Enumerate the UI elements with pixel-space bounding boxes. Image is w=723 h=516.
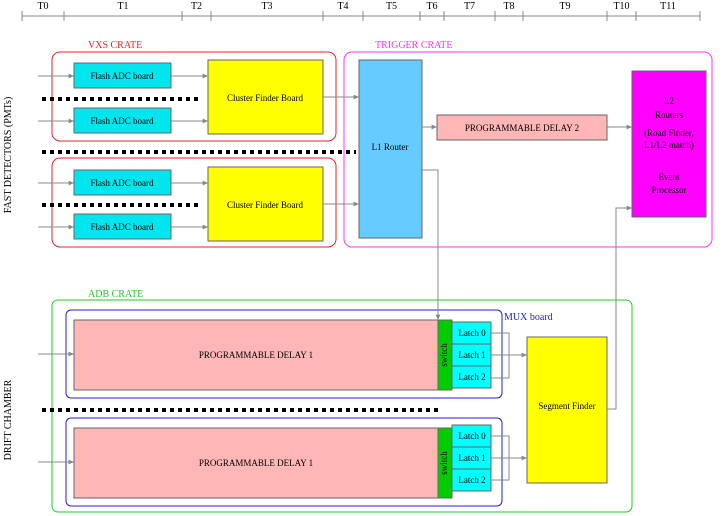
trigger-crate xyxy=(343,51,713,248)
flash-adc-board-2: Flash ADC board xyxy=(73,107,172,134)
vxs-crate-label: VXS CRATE xyxy=(88,40,142,51)
latch-0-top: Latch 0 xyxy=(451,321,492,345)
svg-text:Event: Event xyxy=(659,172,680,182)
programmable-delay-1-bottom: PROGRAMMABLE DELAY 1 xyxy=(73,427,439,499)
timeline-label-t8: T8 xyxy=(503,1,514,12)
timeline-label-t1: T1 xyxy=(117,1,128,12)
svg-text:Cluster Finder Board: Cluster Finder Board xyxy=(227,200,303,210)
svg-text:PROGRAMMABLE DELAY 2: PROGRAMMABLE DELAY 2 xyxy=(465,123,579,133)
timeline-label-t11: T11 xyxy=(660,1,676,12)
timeline-label-t4: T4 xyxy=(337,1,348,12)
timeline-label-t0: T0 xyxy=(37,1,48,12)
cluster-finder-board-1: Cluster Finder Board xyxy=(207,59,324,135)
connection-arrows xyxy=(171,73,632,481)
svg-text:Cluster Finder Board: Cluster Finder Board xyxy=(227,93,303,103)
svg-text:Flash ADC board: Flash ADC board xyxy=(91,116,155,126)
latch-2-top: Latch 2 xyxy=(451,365,492,389)
svg-text:PROGRAMMABLE DELAY 1: PROGRAMMABLE DELAY 1 xyxy=(199,458,313,468)
svg-text:Processor: Processor xyxy=(652,185,687,195)
adb-crate xyxy=(51,299,633,513)
svg-text:Flash ADC board: Flash ADC board xyxy=(91,71,155,81)
latch-0-bottom: Latch 0 xyxy=(451,424,492,448)
timeline-label-t2: T2 xyxy=(191,1,202,12)
svg-text:Latch 1: Latch 1 xyxy=(458,453,485,463)
svg-text:switch: switch xyxy=(439,343,449,367)
svg-text:Routers: Routers xyxy=(655,110,683,120)
timeline-label-t7: T7 xyxy=(464,1,475,12)
svg-text:Segment Finder: Segment Finder xyxy=(538,401,595,411)
latch-1-bottom: Latch 1 xyxy=(451,446,492,470)
fast-detectors-label: FAST DETECTORS (PMTs) xyxy=(3,97,14,214)
flash-adc-board-4: Flash ADC board xyxy=(73,213,172,240)
l1-router: L1 Router xyxy=(358,59,423,239)
segment-finder: Segment Finder xyxy=(526,336,608,484)
programmable-delay-2: PROGRAMMABLE DELAY 2 xyxy=(436,114,608,141)
cluster-finder-board-2: Cluster Finder Board xyxy=(207,166,324,242)
svg-text:L1 Router: L1 Router xyxy=(372,142,409,152)
latch-2-bottom: Latch 2 xyxy=(451,468,492,492)
adb-crate-label: ADB CRATE xyxy=(88,289,143,300)
dotted-separators xyxy=(42,97,440,412)
timeline-label-t10: T10 xyxy=(613,1,629,12)
vxs-crate-bottom xyxy=(51,157,337,248)
timeline-label-t5: T5 xyxy=(386,1,397,12)
trigger-crate-label: TRIGGER CRATE xyxy=(375,40,453,51)
svg-text:L2: L2 xyxy=(664,96,674,106)
svg-text:PROGRAMMABLE DELAY 1: PROGRAMMABLE DELAY 1 xyxy=(199,350,313,360)
svg-text:switch: switch xyxy=(439,451,449,475)
svg-text:Flash ADC board: Flash ADC board xyxy=(91,222,155,232)
timeline-label-t6: T6 xyxy=(426,1,437,12)
input-arrows xyxy=(38,73,74,465)
svg-text:Latch 2: Latch 2 xyxy=(458,372,485,382)
mux-board-label: MUX board xyxy=(504,312,553,323)
timeline-label-t9: T9 xyxy=(559,1,570,12)
svg-text:Flash ADC board: Flash ADC board xyxy=(91,178,155,188)
svg-text:Latch 1: Latch 1 xyxy=(458,350,485,360)
svg-text:(Road Finder,: (Road Finder, xyxy=(644,128,694,138)
latch-1-top: Latch 1 xyxy=(451,343,492,367)
flash-adc-board-1: Flash ADC board xyxy=(73,62,172,89)
timeline-label-t3: T3 xyxy=(261,1,272,12)
l2-routers: L2 Routers (Road Finder, L1/L2 match) Ev… xyxy=(631,70,707,218)
svg-text:Latch 0: Latch 0 xyxy=(458,431,486,441)
flash-adc-board-3: Flash ADC board xyxy=(73,169,172,196)
svg-text:Latch 0: Latch 0 xyxy=(458,328,486,338)
svg-text:Latch 2: Latch 2 xyxy=(458,475,485,485)
drift-chamber-label: DRIFT CHAMBER xyxy=(3,379,14,460)
programmable-delay-1-top: PROGRAMMABLE DELAY 1 xyxy=(73,319,439,391)
svg-text:L1/L2 match): L1/L2 match) xyxy=(644,140,694,150)
timeline: T0 T1 T2 T3 T4 T5 T6 T7 T8 T9 T10 T11 xyxy=(21,1,701,21)
switch-bottom: switch xyxy=(437,427,453,499)
switch-top: switch xyxy=(437,319,453,391)
